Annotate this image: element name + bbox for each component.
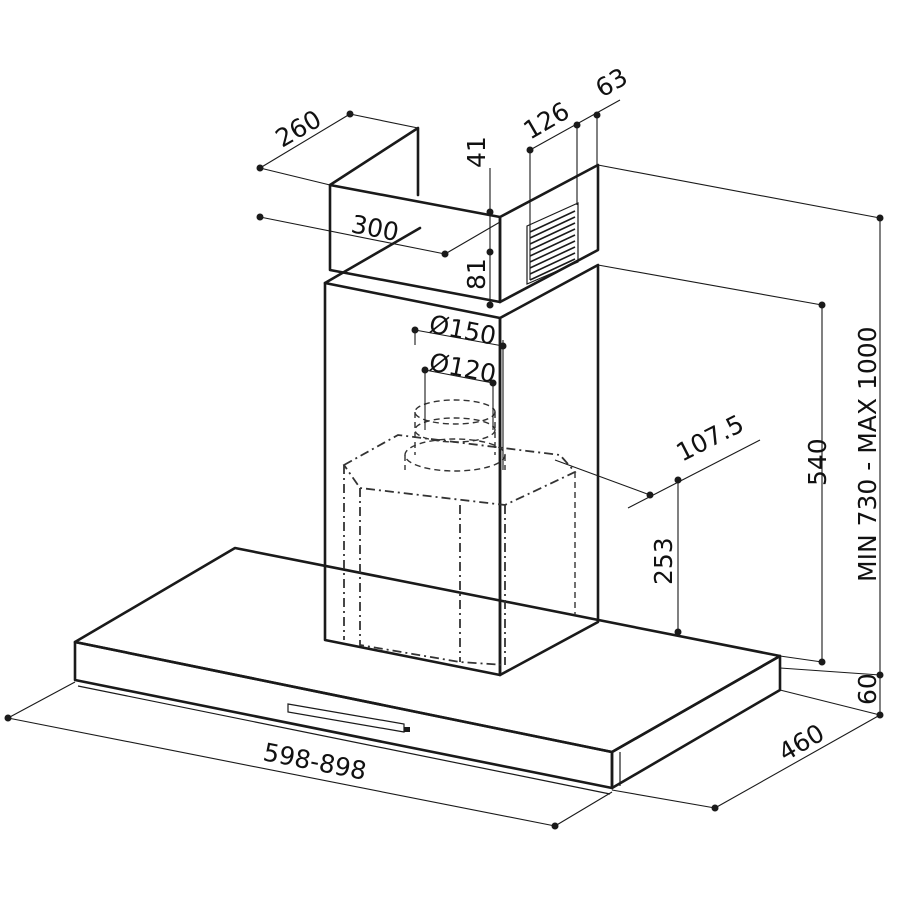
label-260: 260 — [271, 104, 327, 153]
vent-grille — [526, 202, 579, 285]
control-indicator — [404, 727, 410, 732]
chimney-upper — [328, 126, 600, 304]
motor-top-outline — [342, 434, 577, 506]
label-540: 540 — [803, 438, 832, 486]
motor-front-edge — [359, 488, 506, 666]
chimney-top-left-edge — [323, 226, 422, 285]
label-81: 81 — [462, 258, 491, 290]
label-107-5: 107.5 — [672, 409, 749, 467]
label-total-height: MIN 730 - MAX 1000 — [853, 326, 882, 582]
outlet-outer-ring — [404, 438, 506, 472]
outlet-mid-ring — [414, 417, 496, 443]
vent-slats — [529, 210, 576, 281]
canopy-side-face — [610, 654, 782, 790]
label-60: 60 — [853, 673, 882, 705]
label-41: 41 — [462, 136, 491, 168]
label-dia120: Ø120 — [427, 347, 499, 388]
label-253: 253 — [649, 537, 678, 585]
control-panel — [287, 703, 405, 733]
label-300: 300 — [349, 209, 401, 247]
canopy-bottom-edge — [77, 685, 611, 795]
motor-housing-hidden — [342, 399, 577, 666]
upper-side-face — [498, 163, 600, 304]
label-63: 63 — [591, 62, 633, 103]
outlet-top-ring — [414, 399, 496, 425]
upper-back-edge — [328, 126, 420, 197]
dimension-lines — [4, 99, 884, 830]
chimney-side-face — [498, 263, 600, 677]
label-126: 126 — [519, 96, 575, 145]
chimney-lower — [323, 226, 600, 677]
